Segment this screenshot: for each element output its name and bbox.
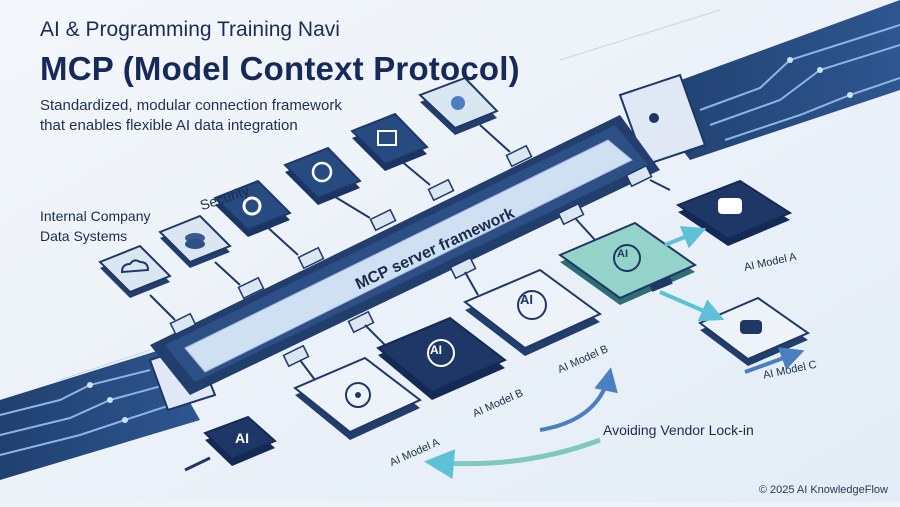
module-table: [350, 112, 429, 171]
module-ai-model-a-right: [675, 179, 793, 246]
label-vendor-lockin: Avoiding Vendor Lock-in: [603, 422, 754, 438]
arrow-right-up: [744, 347, 805, 374]
arrow-lockin-left: [424, 437, 601, 480]
arrow-to-model-a: [664, 226, 707, 249]
page-subtitle: Standardized, modular connection framewo…: [40, 97, 342, 134]
module-ai-chip: [184, 415, 277, 472]
mcp-server-bar: [150, 115, 660, 395]
module-cloud: [98, 244, 172, 298]
module-security-gear: [213, 179, 292, 237]
label-internal-systems: Internal Company Data Systems: [40, 208, 151, 244]
arrow-to-model-c: [659, 290, 725, 322]
module-hub-text: AI: [617, 248, 628, 260]
module-hub-teal: [557, 221, 698, 305]
module-ai-model-b-left: [376, 316, 507, 400]
page-title: MCP (Model Context Protocol): [40, 50, 520, 87]
footer-copyright: © 2025 AI KnowledgeFlow: [758, 484, 888, 496]
header-kicker: AI & Programming Training Navi: [40, 18, 340, 41]
module-cables-bottom: [299, 179, 671, 381]
module-ai-model-b-mid: [463, 268, 602, 356]
module-ai-model-a-left: [293, 356, 422, 440]
module-cables-top: [149, 124, 511, 321]
module-brain: [418, 76, 499, 135]
arrows: [424, 226, 805, 480]
arrow-lockin-up: [539, 367, 618, 432]
module-openai: [283, 146, 362, 205]
module-b-left-text: AI: [430, 343, 442, 357]
chip-text-ai: AI: [235, 430, 249, 446]
bar-connectors: [169, 144, 653, 368]
module-b-mid-text: AI: [520, 292, 533, 307]
module-database: [158, 214, 232, 268]
